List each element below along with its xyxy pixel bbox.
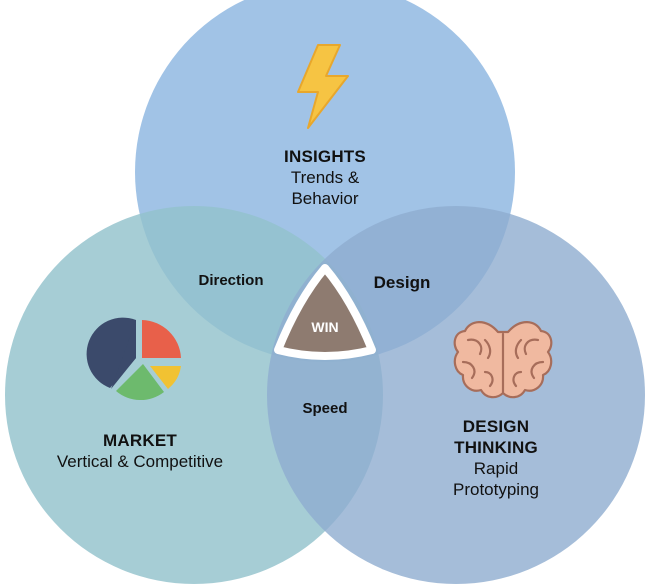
pie-chart-icon bbox=[86, 317, 181, 401]
overlap-design-label: Design bbox=[373, 273, 431, 292]
lightning-bolt-icon bbox=[297, 44, 349, 129]
market-subtitle: Vertical & Competitive bbox=[56, 452, 224, 471]
design-thinking-circle bbox=[267, 206, 645, 584]
insights-subtitle-line-2: Behavior bbox=[291, 189, 359, 208]
insights-subtitle-line-1: Trends & bbox=[290, 168, 360, 187]
brain-icon bbox=[453, 321, 553, 399]
insights-label-group: INSIGHTS Trends & Behavior bbox=[225, 146, 425, 209]
design-thinking-title-line-2: THINKING bbox=[454, 438, 538, 457]
market-label-group: MARKET Vertical & Competitive bbox=[20, 430, 260, 472]
design-thinking-subtitle-line-2: Prototyping bbox=[453, 480, 539, 499]
design-thinking-subtitle-line-1: Rapid bbox=[473, 459, 519, 478]
overlap-speed-label: Speed bbox=[302, 400, 348, 417]
overlap-direction-label: Direction bbox=[198, 272, 264, 289]
insights-title: INSIGHTS bbox=[284, 147, 366, 166]
market-circle bbox=[5, 206, 383, 584]
win-label: WIN bbox=[311, 319, 339, 335]
design-thinking-label-group: DESIGN THINKING Rapid Prototyping bbox=[396, 416, 596, 500]
market-title: MARKET bbox=[103, 431, 177, 450]
win-center-shape bbox=[274, 264, 376, 360]
design-thinking-title-line-1: DESIGN bbox=[462, 417, 530, 436]
